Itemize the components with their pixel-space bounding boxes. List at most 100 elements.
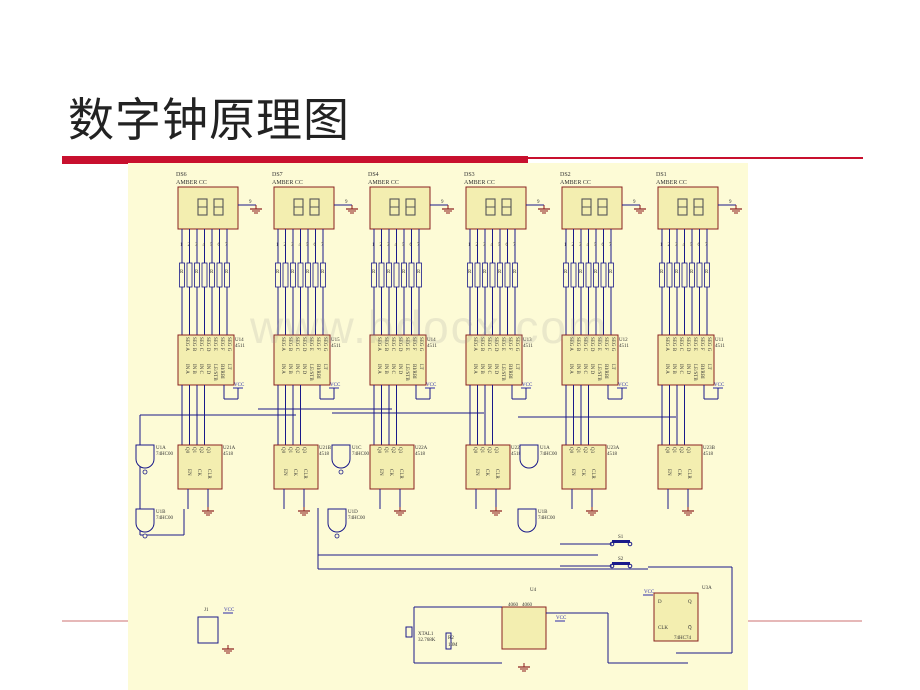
resistor-label: R — [210, 270, 214, 275]
decoder-chip — [465, 334, 523, 386]
pin-number: 2 — [476, 243, 479, 248]
decoder-out-pin: SEG C — [486, 337, 491, 352]
pin-number: 3 — [579, 243, 582, 248]
decoder-in-pin: IN D — [493, 364, 498, 375]
pin-number: 2 — [380, 243, 383, 248]
decoder-in-pin: IN C — [582, 364, 587, 375]
decoder-out-pin: SEG C — [582, 337, 587, 352]
decoder-out-pin: SEG A — [472, 337, 477, 351]
counter-ctl-pin: EN — [474, 469, 479, 476]
flipflop-pin: Q — [688, 600, 692, 605]
decoder-out-pin: SEG E — [692, 337, 697, 351]
switch-ref: S2 — [618, 557, 624, 562]
decoder-chip — [561, 334, 619, 386]
decoder-in-pin: IN D — [685, 364, 690, 375]
display-ref: DS7 — [272, 172, 283, 178]
counter-ref: U23B — [703, 446, 716, 451]
resistor-label: R — [387, 270, 391, 275]
bias-resistor-ref: R2 — [448, 636, 454, 641]
decoder-in-pin: LT — [610, 364, 615, 370]
decoder-out-pin: SEG F — [219, 337, 224, 351]
counter-ref: U22B — [511, 446, 524, 451]
decoder-out-pin: SEG D — [685, 337, 690, 352]
decoder-in-pin: IN D — [301, 364, 306, 375]
resistor-label: R — [417, 270, 421, 275]
ground-symbol — [202, 507, 214, 516]
decoder-in-pin: IN B — [575, 364, 580, 375]
resistor — [474, 262, 481, 288]
decoder-in-pin: IN B — [287, 364, 292, 375]
decoder-in-pin: IN C — [486, 364, 491, 375]
decoder-out-pin: SEG D — [397, 337, 402, 352]
counter-q-pin: Q0 — [568, 447, 573, 454]
decoder-in-pin: IN C — [678, 364, 683, 375]
flipflop-pin: CLK — [658, 626, 668, 631]
counter-chip — [561, 444, 607, 490]
counter-ctl-pin: CLR — [590, 469, 595, 479]
ground-symbol — [586, 507, 598, 516]
decoder-out-pin: SEG A — [664, 337, 669, 351]
push-switch — [612, 562, 630, 565]
pin-number: 9 — [441, 200, 444, 205]
pin-number: 3 — [483, 243, 486, 248]
resistor-label: R — [498, 270, 502, 275]
decoder-out-pin: SEG F — [411, 337, 416, 351]
decoder-out-pin: SEG B — [671, 337, 676, 352]
bias-resistor-value: 10M — [448, 643, 458, 648]
resistor-label: R — [291, 270, 295, 275]
oscillator-chip — [501, 606, 547, 650]
counter-type: 4518 — [607, 452, 618, 457]
resistor — [224, 262, 230, 288]
decoder-in-pin: BI/RBI — [219, 364, 224, 379]
resistor-label: R — [564, 270, 568, 275]
decoder-in-pin: IN B — [479, 364, 484, 375]
decoder-in-pin: IN D — [397, 364, 402, 375]
pin-number: 5 — [498, 243, 501, 248]
switch-contact — [609, 563, 615, 569]
decoder-out-pin: SEG A — [568, 337, 573, 351]
switch-contact — [627, 541, 633, 547]
connector-ref: J1 — [204, 608, 209, 613]
decoder-out-pin: SEG C — [198, 337, 203, 352]
resistor — [585, 262, 592, 288]
resistor — [489, 262, 496, 288]
decoder-out-pin: SEG G — [322, 337, 327, 352]
bias-resistor — [445, 632, 452, 650]
decoder-in-pin: LT — [418, 364, 423, 370]
display-part: AMBER CC — [272, 180, 303, 186]
resistor — [696, 262, 703, 288]
vcc-label: VCC — [714, 383, 725, 388]
decoder-in-pin: IN D — [205, 364, 210, 375]
decoder-in-pin: LE/STB — [692, 364, 697, 381]
resistor — [275, 262, 281, 288]
seven-segment-display — [657, 186, 719, 230]
decoder-chip — [657, 334, 715, 386]
resistor-label: R — [594, 270, 598, 275]
segment-digits — [197, 198, 224, 216]
gate-ref: U1C — [352, 446, 362, 451]
decoder-in-pin: IN A — [280, 364, 285, 374]
resistor — [305, 262, 311, 288]
pin-number: 9 — [537, 200, 540, 205]
decoder-type: 4511 — [427, 344, 437, 349]
counter-chip — [657, 444, 703, 490]
crystal — [405, 626, 413, 638]
decoder-in-pin: BI/RBI — [507, 364, 512, 379]
decoder-in-pin: IN A — [184, 364, 189, 374]
resistor — [201, 262, 208, 288]
decoder-out-pin: SEG A — [184, 337, 189, 351]
decoder-in-pin: BI/RBI — [699, 364, 704, 379]
decoder-out-pin: SEG D — [589, 337, 594, 352]
decoder-in-pin: LT — [322, 364, 327, 370]
resistor — [371, 262, 377, 288]
gate-ref: U1A — [540, 446, 550, 451]
resistor — [320, 262, 326, 288]
pin-number: 7 — [225, 243, 228, 248]
ground-symbol — [442, 205, 454, 214]
pin-number: 6 — [314, 243, 317, 248]
decoder-in-pin: IN C — [294, 364, 299, 375]
decoder-in-pin: IN D — [589, 364, 594, 375]
resistor — [216, 262, 223, 288]
